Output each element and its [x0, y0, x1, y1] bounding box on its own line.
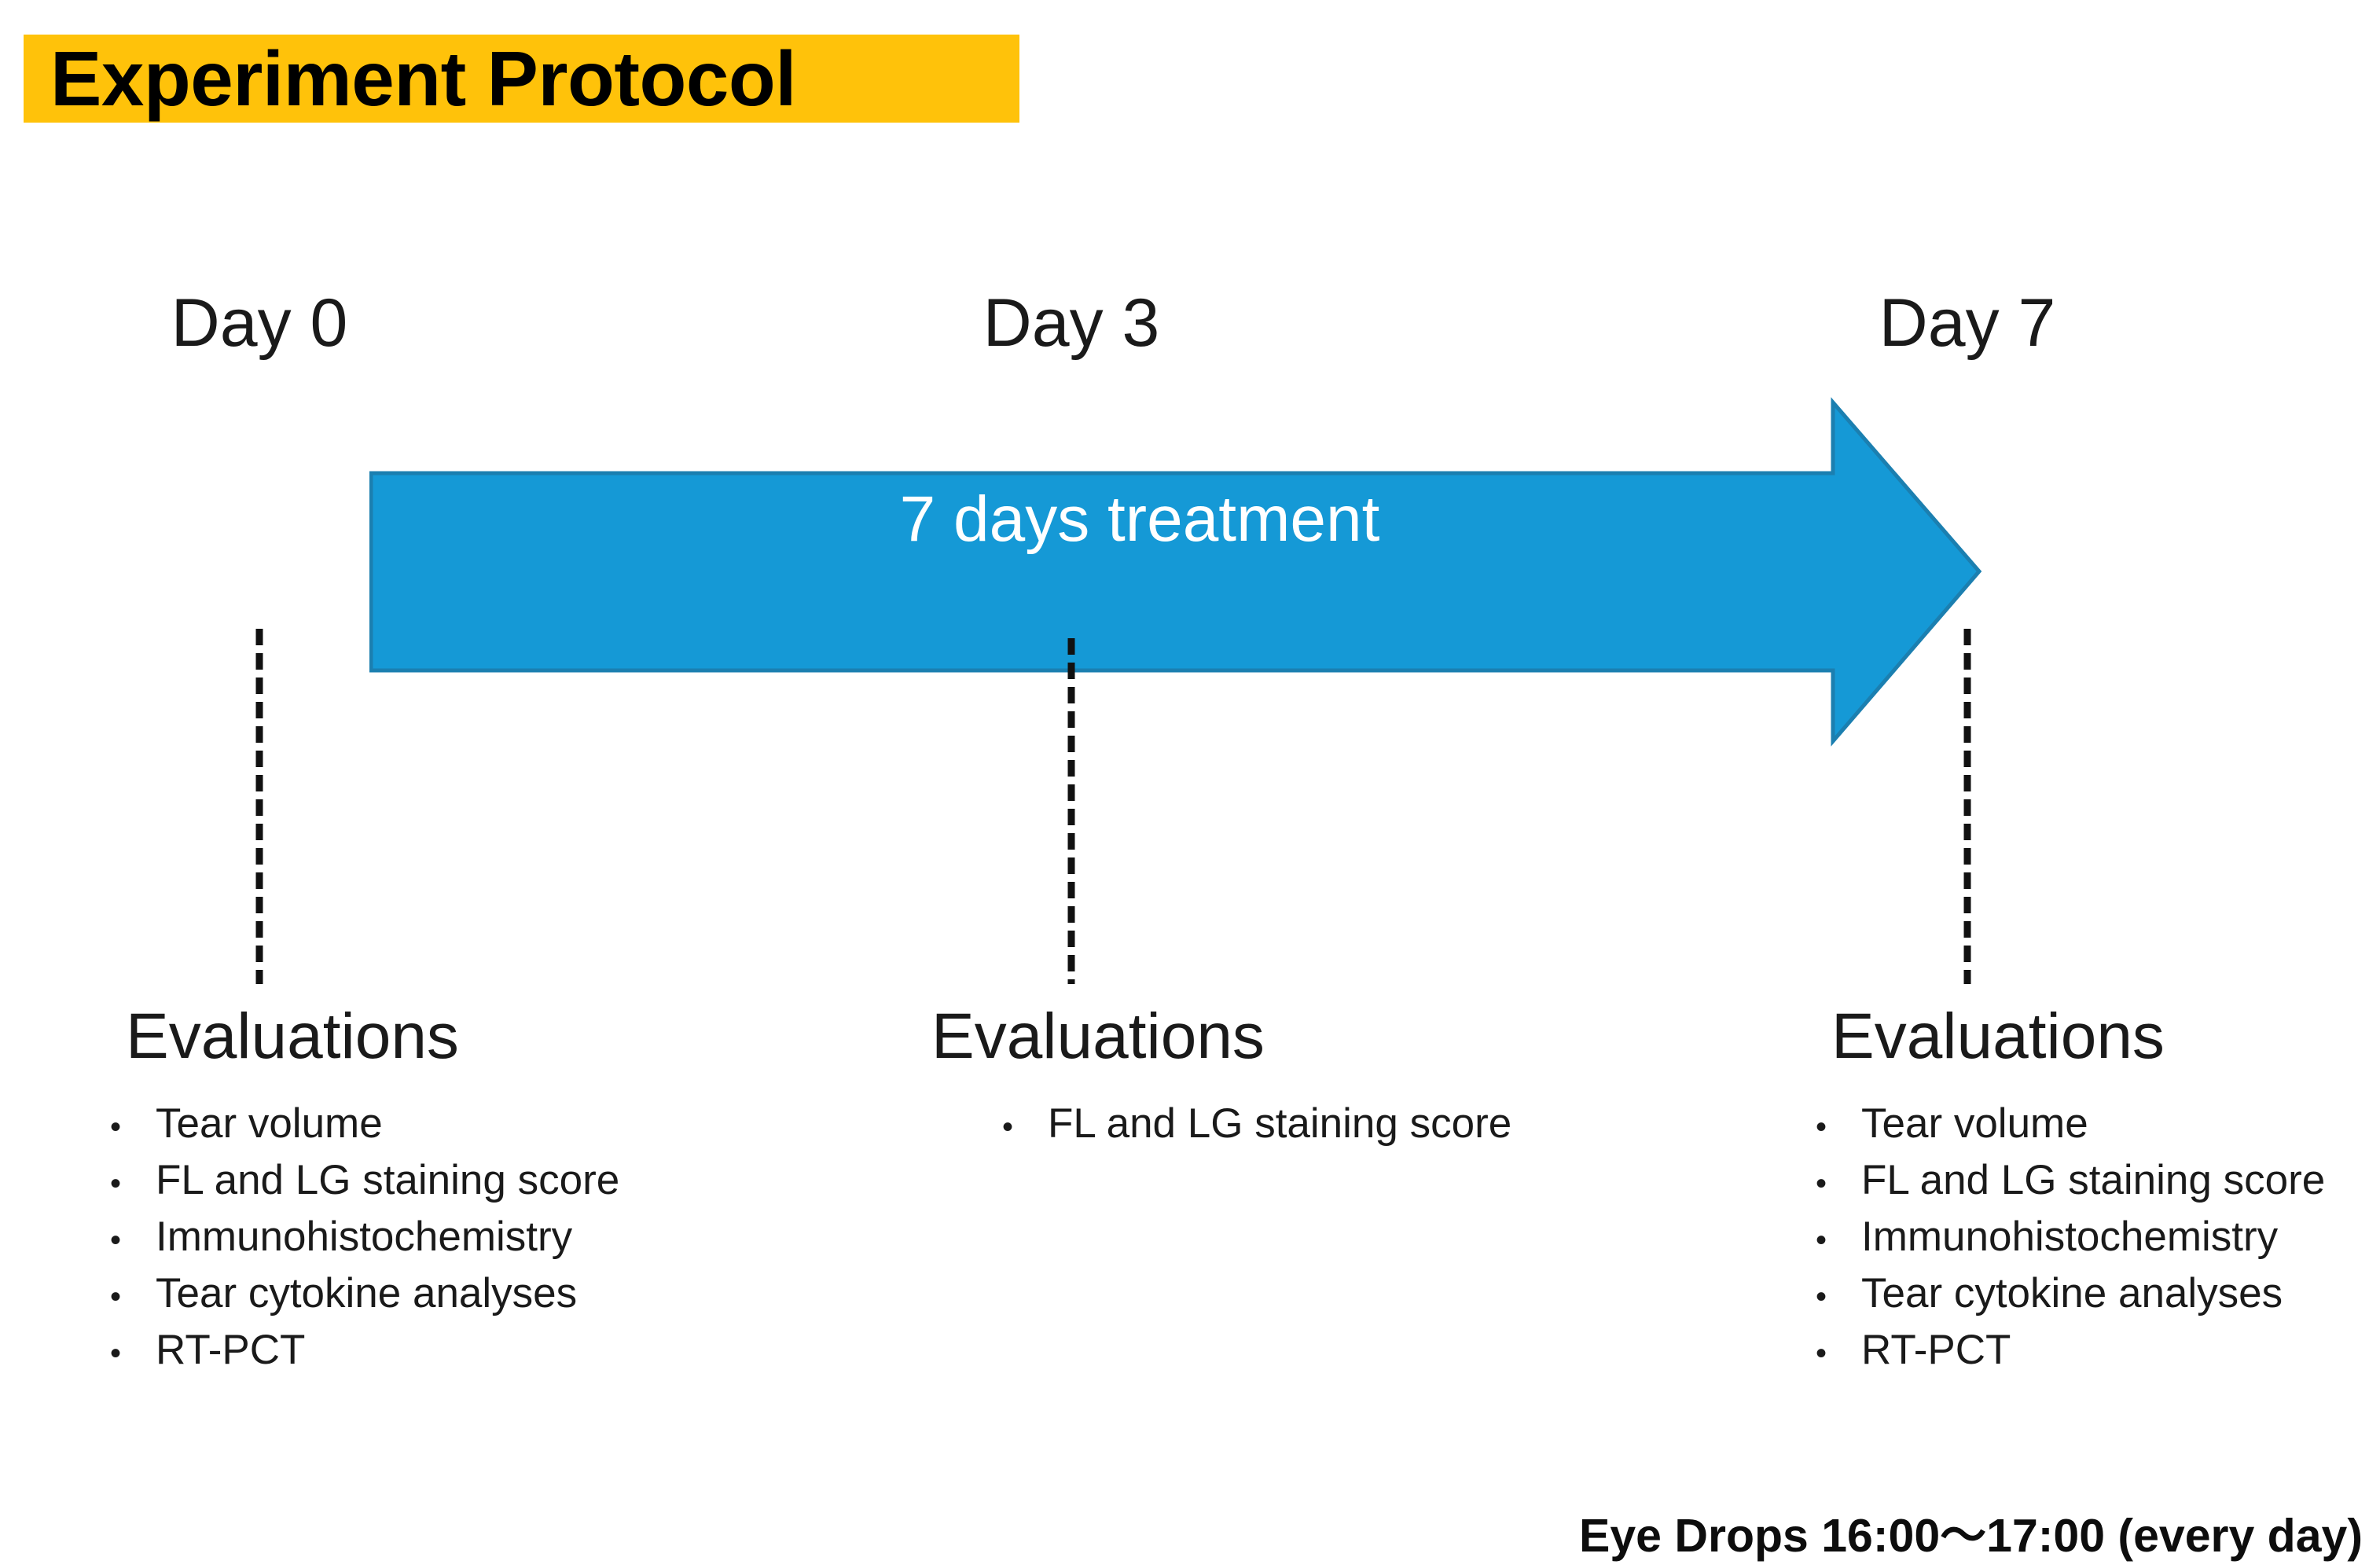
arrow-shape-icon — [369, 397, 1982, 747]
list-item: • FL and LG staining score — [110, 1152, 619, 1209]
list-item-label: Tear volume — [156, 1100, 383, 1147]
bullet-icon: • — [1002, 1110, 1014, 1144]
list-item-label: Immunohistochemistry — [156, 1214, 573, 1261]
day-label-0: Day 0 — [171, 285, 348, 361]
bullet-icon: • — [110, 1280, 122, 1315]
evaluations-list: • Tear volume • FL and LG staining score… — [110, 1096, 619, 1379]
list-item: • FL and LG staining score — [1816, 1152, 2325, 1209]
bullet-icon: • — [110, 1336, 122, 1372]
day-label-7: Day 7 — [1879, 285, 2056, 361]
dashed-connector-day7 — [1963, 629, 1971, 984]
evaluations-list: • FL and LG staining score — [1002, 1096, 1511, 1152]
list-item-label: FL and LG staining score — [156, 1157, 620, 1204]
bullet-icon: • — [1816, 1280, 1827, 1315]
list-item: • Immunohistochemistry — [110, 1209, 619, 1265]
list-item-label: Immunohistochemistry — [1861, 1214, 2279, 1261]
bullet-icon: • — [1816, 1336, 1827, 1372]
list-item-label: RT-PCT — [1861, 1327, 2011, 1374]
list-item: • Immunohistochemistry — [1816, 1209, 2325, 1265]
list-item: • Tear cytokine analyses — [110, 1265, 619, 1322]
bullet-icon: • — [1816, 1166, 1827, 1202]
list-item: • Tear volume — [110, 1096, 619, 1152]
bullet-icon: • — [110, 1223, 122, 1258]
bullet-icon: • — [110, 1166, 122, 1202]
list-item: • Tear cytokine analyses — [1816, 1265, 2325, 1322]
evaluations-heading: Evaluations — [931, 1001, 1265, 1072]
evaluations-list: • Tear volume • FL and LG staining score… — [1816, 1096, 2325, 1379]
list-item: • RT-PCT — [110, 1322, 619, 1379]
list-item-label: Tear cytokine analyses — [1861, 1270, 2283, 1317]
bullet-icon: • — [1816, 1223, 1827, 1258]
list-item-label: Tear cytokine analyses — [156, 1270, 578, 1317]
evaluations-column-day7: Evaluations • Tear volume • FL and LG st… — [1816, 1004, 2325, 1379]
list-item: • Tear volume — [1816, 1096, 2325, 1152]
arrow-label: 7 days treatment — [899, 483, 1380, 555]
treatment-arrow — [369, 393, 1989, 751]
dashed-connector-day0 — [255, 629, 263, 984]
bullet-icon: • — [110, 1110, 122, 1144]
evaluations-column-day0: Evaluations • Tear volume • FL and LG st… — [110, 1004, 619, 1379]
evaluations-column-day3: Evaluations • FL and LG staining score — [931, 1004, 1511, 1152]
bullet-icon: • — [1816, 1110, 1827, 1144]
list-item-label: Tear volume — [1861, 1100, 2088, 1147]
title-banner: Experiment Protocol — [24, 35, 1019, 123]
evaluations-heading: Evaluations — [1831, 1001, 2165, 1072]
list-item: • RT-PCT — [1816, 1322, 2325, 1379]
evaluations-heading: Evaluations — [126, 1001, 459, 1072]
list-item-label: RT-PCT — [156, 1327, 306, 1374]
page-title: Experiment Protocol — [50, 35, 796, 122]
eye-drops-schedule-note: Eye Drops 16:00〜17:00 (every day) — [1579, 1510, 2363, 1562]
list-item: • FL and LG staining score — [1002, 1096, 1511, 1152]
list-item-label: FL and LG staining score — [1048, 1100, 1512, 1147]
dashed-connector-day3 — [1067, 638, 1075, 984]
list-item-label: FL and LG staining score — [1861, 1157, 2326, 1204]
day-label-3: Day 3 — [982, 285, 1160, 361]
